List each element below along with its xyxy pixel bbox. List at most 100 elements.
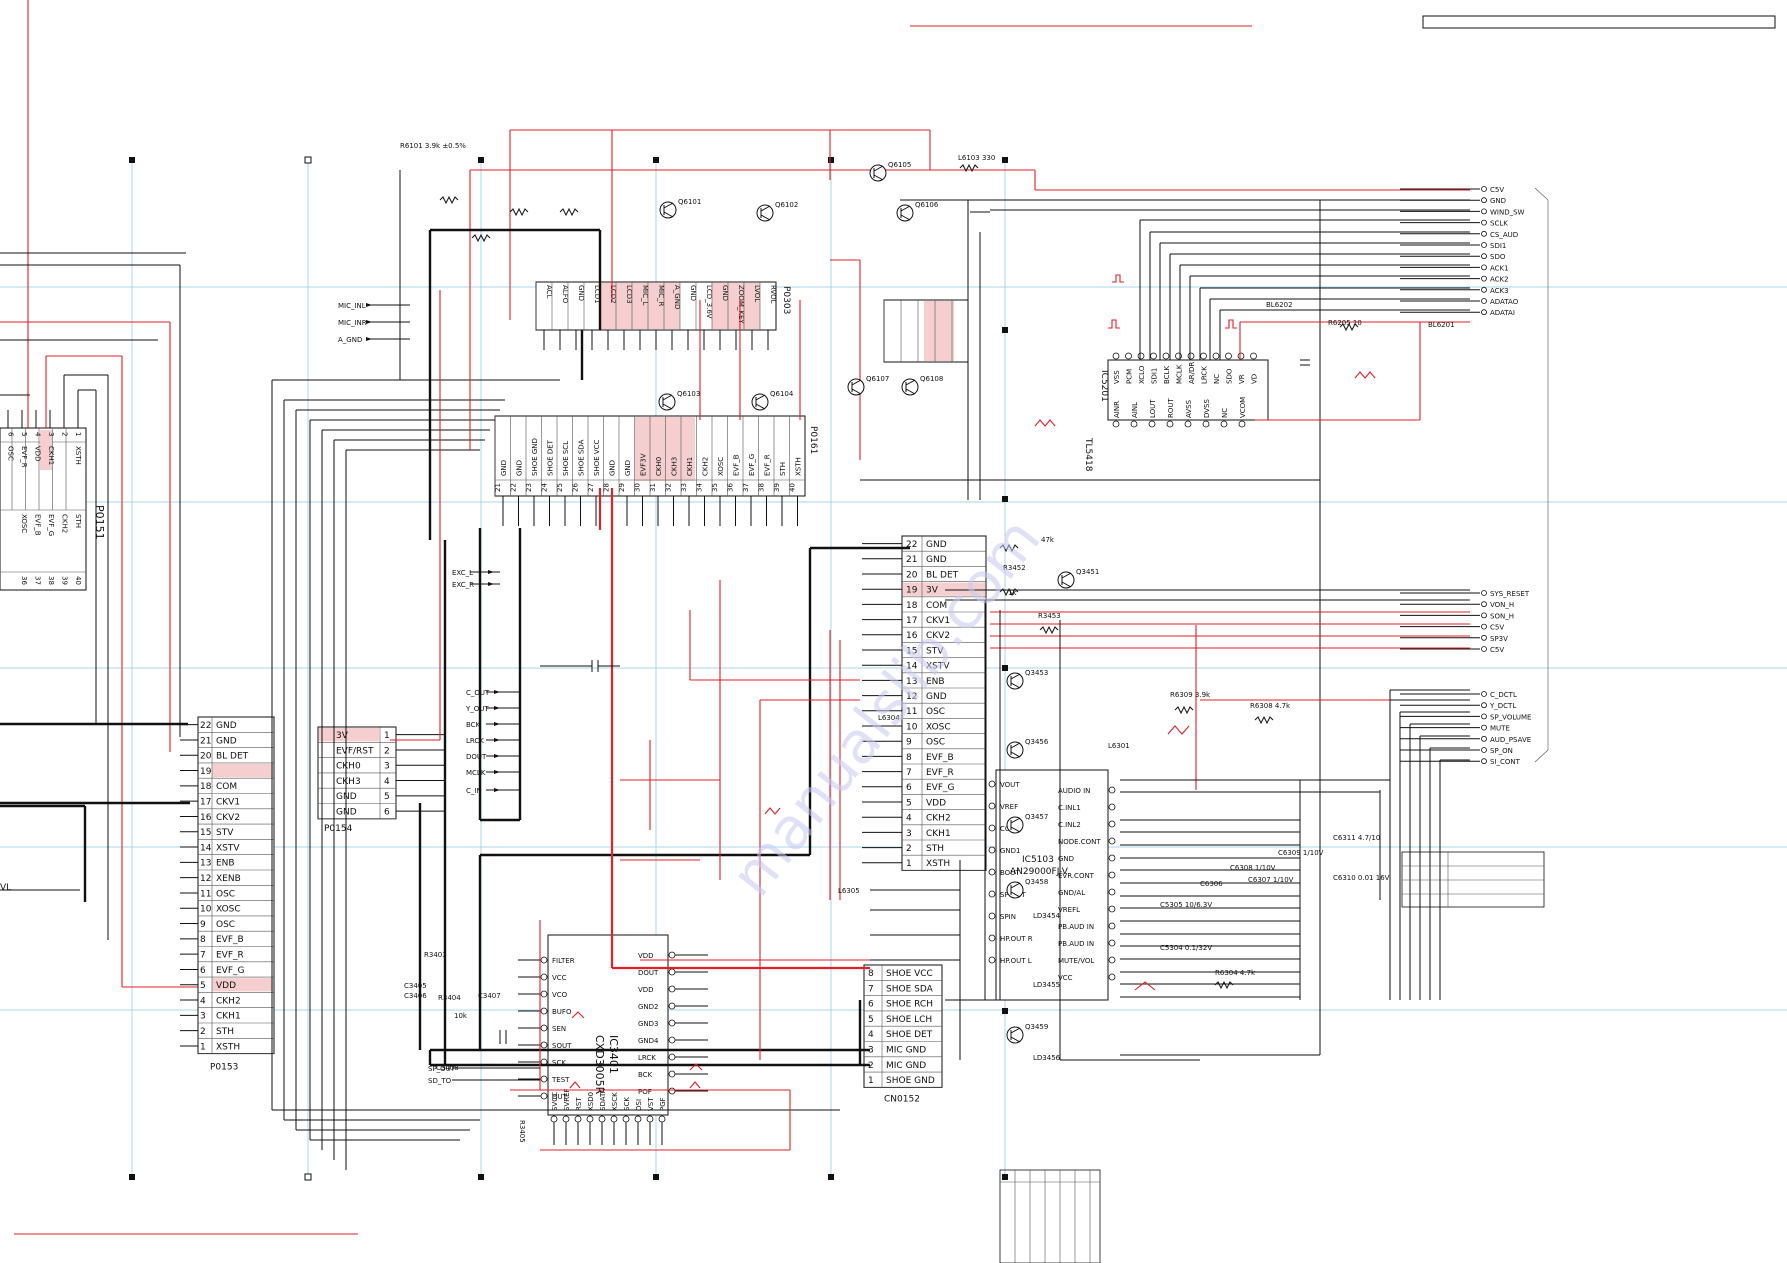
transistor-emitter (873, 174, 884, 181)
p0162-pin-num: 9 (906, 738, 912, 748)
exc-label: EXC_L (452, 569, 473, 577)
p0153-pin-sig: EVF_G (216, 966, 245, 976)
ic3401-right-pin: BCK (638, 1071, 653, 1079)
c5304-label: C5304 0.1/32V (1160, 944, 1212, 952)
p0162-pin-sig: CKV1 (926, 616, 950, 626)
p0161-pin-sig: SHOE VCC (593, 439, 601, 476)
ic3401-pin-mark (646, 1115, 654, 1123)
r3403-label: R3403 (424, 951, 447, 959)
transistor-collector (851, 379, 862, 386)
p0161-pin-num: 33 (680, 483, 688, 492)
ic5201-pin-mark (1212, 352, 1220, 360)
ic5201-top-pin: MCLK (1176, 364, 1184, 384)
ic3401-bottom-pin: PGF (659, 1097, 667, 1111)
p0153-pin-num: 15 (200, 828, 211, 838)
signal-name: ADATAI (1490, 309, 1515, 317)
p0153-pin-sig: STV (216, 828, 234, 838)
p0162-pin-sig: 3V (926, 586, 939, 596)
p0153-pin-sig: XENB (216, 874, 241, 884)
c5305-label: C5305 10/6.3V (1160, 901, 1212, 909)
p0154-pin-sig: 3V (336, 731, 349, 741)
transistor-symbol (1006, 816, 1024, 834)
transistor-emitter (1010, 1036, 1021, 1043)
ic-side-label: MCLK (466, 769, 486, 777)
p0162-pin-sig: EVF_G (926, 783, 955, 793)
component-labels: R6101 3.9k ±0.5% L6103 330 R3452 1k 47k … (400, 142, 1455, 1143)
top-connector-pin: MIC_L (641, 285, 649, 305)
p0162-pin-sig: GND (926, 692, 947, 702)
ic3401-pin-mark (668, 1002, 676, 1010)
p0153-pin-num: 2 (200, 1027, 206, 1037)
cn0152-pin-num: 3 (868, 1046, 874, 1056)
p0162-pin-sig: ENB (926, 677, 945, 687)
transistor-emitter (1010, 682, 1021, 689)
ic3401-right-pin: LRCK (638, 1054, 656, 1062)
p0153-pin-num: 8 (200, 935, 206, 945)
cn0152-pin-sig: SHOE RCH (886, 1000, 933, 1010)
ic5103-pin-mark (988, 868, 996, 876)
cn0152-pin-num: 7 (868, 984, 874, 994)
transistor-symbol (869, 164, 887, 182)
l6103-label: L6103 330 (958, 154, 995, 162)
transistor-collector (1010, 1027, 1021, 1034)
p0153-pin-sig: OSC (216, 920, 235, 930)
ic5103-left-pin: SPIN (1000, 913, 1016, 921)
top-connector-highlight (712, 283, 760, 329)
ic5201-pin-mark (1162, 352, 1170, 360)
p0151-pin-sig: EVF_B (34, 514, 42, 536)
ic5201-pin-mark (1148, 420, 1156, 428)
ic3401-pin-mark (634, 1115, 642, 1123)
ic5103-pin-mark (1108, 854, 1116, 862)
top-connector-pin: ZOOM_KEY (737, 285, 745, 324)
ic3401-pin-mark (668, 1036, 676, 1044)
p0162-pin-num: 4 (906, 814, 912, 824)
ic3401-pin-mark (540, 1007, 548, 1015)
p0153-pin-sig: XSTH (216, 1042, 240, 1052)
ic5201-pin-mark (1238, 420, 1246, 428)
ic5201-bottom-pin: ROUT (1167, 398, 1175, 418)
ic-side-label: C_IN (466, 787, 482, 795)
ic5201-top-pin: PCM (1126, 369, 1134, 384)
p0162-pin-sig: CKV2 (926, 631, 950, 641)
r5309-label: R6309 3.9k (1170, 691, 1211, 699)
p0161-pin-num: 40 (789, 483, 797, 492)
signal-terminal (1481, 298, 1487, 304)
p0161-pin-sig: CKH2 (702, 457, 710, 476)
ic3401-pin-mark (540, 1041, 548, 1049)
signal-name: ACK1 (1490, 264, 1509, 272)
p0162-highlight (903, 582, 985, 596)
transistor-symbol (658, 393, 676, 411)
ic5103-pin-mark (1108, 871, 1116, 879)
p0161-pin-num: 28 (603, 483, 611, 492)
p0153-pin-num: 9 (200, 920, 206, 930)
ic5103-right-pin: NODE.CONT (1058, 838, 1101, 846)
top-connector-pin: ACL (545, 285, 553, 299)
p0162-pin-sig: OSC (926, 707, 945, 717)
signal-name: SP3V (1490, 635, 1508, 643)
p0162-pin-num: 3 (906, 829, 912, 839)
ic5201-pin-mark (1112, 420, 1120, 428)
p0162-pin-num: 10 (906, 722, 918, 732)
p0162-pin-num: 15 (906, 646, 917, 656)
transistor-collector (662, 394, 673, 401)
ic5201-top-pin: VR (1238, 374, 1246, 384)
title-block (1422, 15, 1776, 29)
p0161-pin-num: 30 (634, 483, 642, 492)
p0162-pin-num: 5 (906, 798, 912, 808)
p0162-pin-num: 12 (906, 692, 917, 702)
bl6201-label: BL6201 (1428, 321, 1455, 329)
p0153-pin-sig: XOSC (216, 905, 241, 915)
r3404-value: 10k (454, 1012, 468, 1020)
cn0152-pin-sig: SHOE LCH (886, 1015, 932, 1025)
ic-side-label: DOUT (466, 753, 487, 761)
ic5103-right-pin: MUTE/VOL (1058, 957, 1094, 965)
p0153-pin-sig: COM (216, 782, 237, 792)
ic5103-pin-mark (1108, 837, 1116, 845)
p0153-pin-sig: CKV1 (216, 798, 240, 808)
p0161-pin-num: 29 (618, 483, 626, 492)
